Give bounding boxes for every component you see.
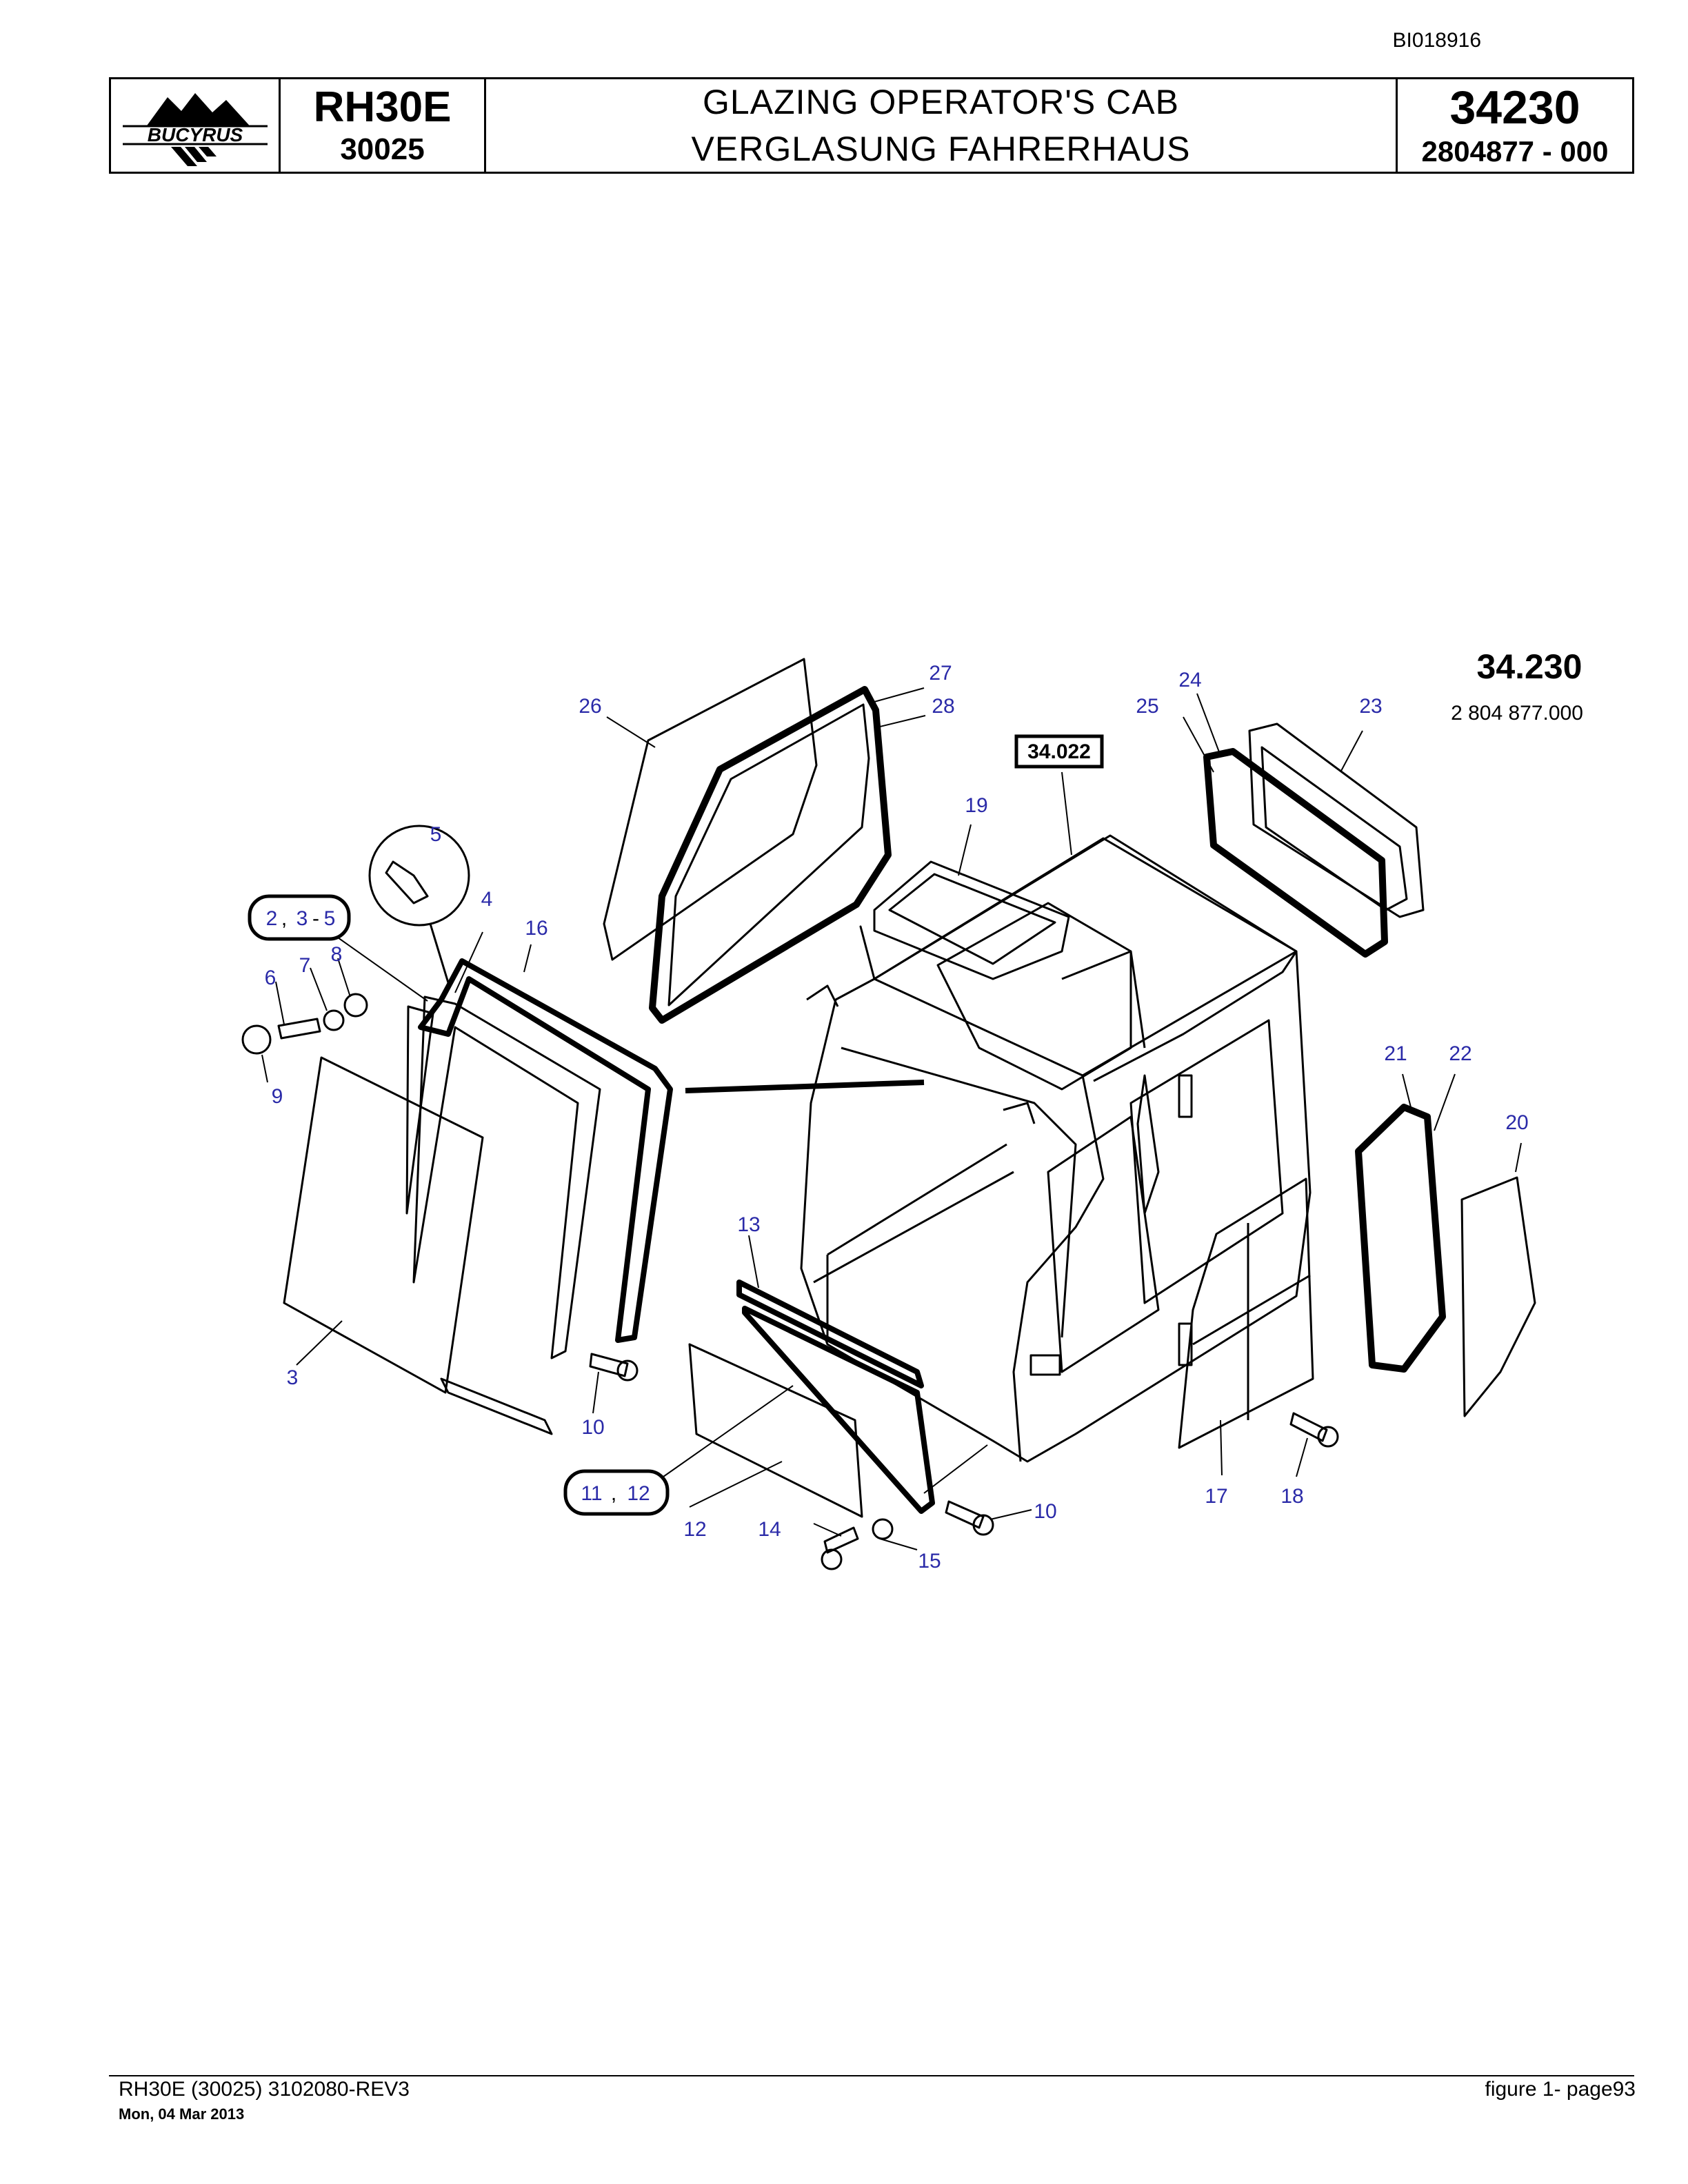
callout-n14: 14 [758,1518,781,1541]
callout-n18: 18 [1280,1485,1303,1508]
reference-box-label: 34.022 [1027,740,1091,763]
callout-n8: 8 [331,943,343,966]
callout-2-3-5-dash: - [312,907,319,930]
footer-date: Mon, 04 Mar 2013 [119,2105,245,2123]
section-number: 34230 [1449,81,1580,134]
section-cell: 34230 2804877 - 000 [1398,79,1632,172]
callout-n10-right: 10 [1034,1500,1056,1523]
reference-box [1014,734,1104,769]
part-number: 2804877 - 000 [1421,135,1609,168]
callout-3: 3 [297,907,308,930]
roof-window [873,860,1070,980]
callout-n21: 21 [1384,1042,1407,1065]
leader-lines [261,687,1522,1550]
callout-n24: 24 [1178,669,1201,691]
title-german: VERGLASUNG FAHRERHAUS [691,130,1191,168]
title-cell: GLAZING OPERATOR'S CAB VERGLASUNG FAHRER… [486,79,1398,172]
callout-n16: 16 [525,917,547,940]
document-id: BI018916 [1392,29,1481,52]
callout-oval-11-12 [563,1469,670,1516]
logo-cell: BUCYRUS [111,79,281,172]
callout-5-range: 5 [324,907,336,930]
callout-n6: 6 [265,967,277,989]
callout-n17: 17 [1205,1485,1227,1508]
cab-body [800,834,1312,1463]
rear-window [1203,722,1425,958]
section-label: 34.230 [1477,647,1582,686]
callout-n28: 28 [932,695,954,718]
callout-n7: 7 [299,954,311,977]
part-label: 2 804 877.000 [1451,702,1583,725]
detail-circle-5 [368,825,470,988]
lower-front-window [688,1280,935,1518]
footer-document-ref: RH30E (30025) 3102080-REV3 [119,2078,410,2101]
callout-n9: 9 [272,1085,283,1108]
bucyrus-logo: BUCYRUS [119,93,270,166]
callout-n22: 22 [1449,1042,1471,1065]
callout-2: 2 [266,907,278,930]
callout-11: 11 [581,1482,602,1505]
callout-n3: 3 [287,1366,299,1389]
callout-n4: 4 [481,888,493,911]
callout-n12: 12 [683,1518,706,1541]
callout-2-3-5-sep: , [281,907,287,930]
callout-n20: 20 [1505,1111,1528,1134]
callout-n5: 5 [430,823,442,846]
left-door-assembly [283,958,673,1435]
title-english: GLAZING OPERATOR'S CAB [703,83,1179,121]
callout-n13: 13 [737,1213,760,1236]
callout-n25: 25 [1136,695,1158,718]
title-block: BUCYRUS RH30E 30025 GLAZING OPERATOR'S C… [109,77,1634,174]
callout-n27: 27 [929,662,952,685]
side-window [1355,1104,1536,1417]
callout-11-12-sep: , [611,1482,616,1505]
model-cell: RH30E 30025 [281,79,486,172]
fasteners [241,993,1339,1570]
front-upper-window [603,658,892,1024]
callout-n19: 19 [965,794,987,817]
door-window [1178,1177,1314,1449]
callout-oval-2-3-5 [248,894,351,941]
callout-n23: 23 [1359,695,1382,718]
callout-n26: 26 [579,695,601,718]
model-name: RH30E [313,83,452,131]
callout-12-group: 12 [627,1482,650,1505]
logo-text: BUCYRUS [147,124,243,145]
footer-rule [109,2075,1634,2076]
serial-number: 30025 [340,132,425,166]
callout-n10-left: 10 [581,1416,604,1439]
callout-n15: 15 [918,1550,941,1573]
footer-page: figure 1- page93 [1485,2078,1636,2101]
